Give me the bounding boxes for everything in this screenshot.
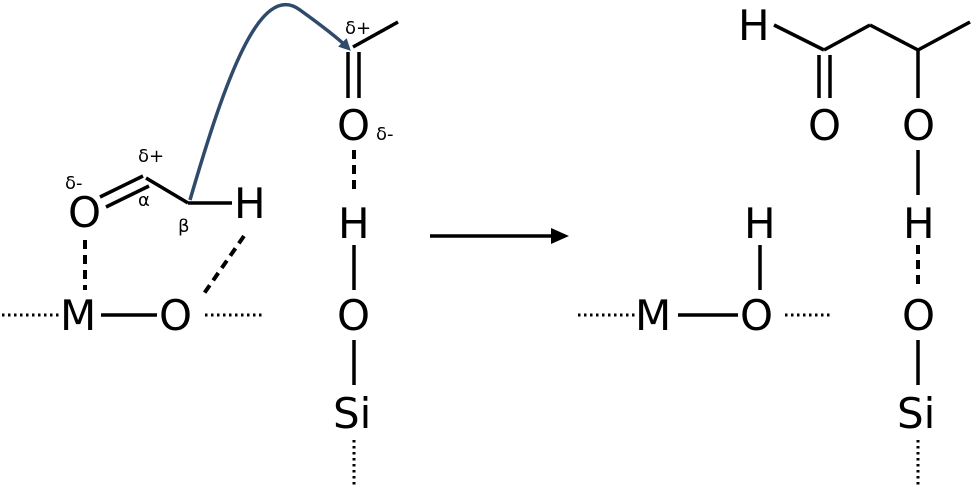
surface-oxygen-label-2: O bbox=[740, 291, 773, 340]
surface-hydroxyl-hydrogen-label: H bbox=[744, 199, 776, 248]
surface-oxygen-label: O bbox=[159, 291, 192, 340]
silanol-hydrogen-label: H bbox=[338, 199, 370, 248]
silanol-oxygen-label: O bbox=[337, 291, 370, 340]
silicon-label: Si bbox=[333, 389, 371, 438]
delta-minus-label-2: δ- bbox=[376, 124, 394, 145]
metal-atom-label-2: M bbox=[635, 291, 671, 340]
methyl-bond bbox=[352, 20, 399, 49]
beta-label: β bbox=[178, 216, 190, 237]
alpha-beta-bond bbox=[145, 176, 189, 205]
methyl-bond-2 bbox=[917, 20, 971, 52]
hydroxyl-hydrogen-label: H bbox=[903, 199, 935, 248]
aldehyde-hydrogen-label: H bbox=[738, 1, 770, 50]
delta-plus-label: δ+ bbox=[138, 146, 164, 167]
carbonyl-oxygen-label: O bbox=[68, 188, 101, 237]
delta-minus-label: δ- bbox=[65, 173, 83, 194]
beta-hydrogen-label: H bbox=[234, 179, 266, 228]
alpha-label: α bbox=[138, 190, 150, 211]
h-o-interaction-dash bbox=[201, 234, 246, 297]
c-o-double-bond-1 bbox=[99, 174, 144, 199]
product-side: M O H H O O H O Si bbox=[578, 1, 971, 488]
silicon-label-2: Si bbox=[897, 389, 935, 438]
reactant-side: M O O δ- H δ+ α β δ+ O δ- H O Si bbox=[2, 2, 399, 488]
carbonyl-oxygen-label-2: O bbox=[337, 101, 370, 150]
c-c-bond-2 bbox=[869, 23, 919, 52]
silanol-oxygen-label-2: O bbox=[902, 291, 935, 340]
delta-plus-label-2: δ+ bbox=[345, 18, 371, 39]
aldehyde-oxygen-label: O bbox=[808, 101, 841, 150]
c-c-bond-1 bbox=[823, 23, 871, 52]
c-o-double-bond-2 bbox=[105, 184, 150, 209]
h-c-bond bbox=[773, 23, 825, 52]
hydroxyl-oxygen-label: O bbox=[902, 101, 935, 150]
curved-arrow bbox=[188, 2, 351, 201]
metal-atom-label: M bbox=[60, 291, 96, 340]
